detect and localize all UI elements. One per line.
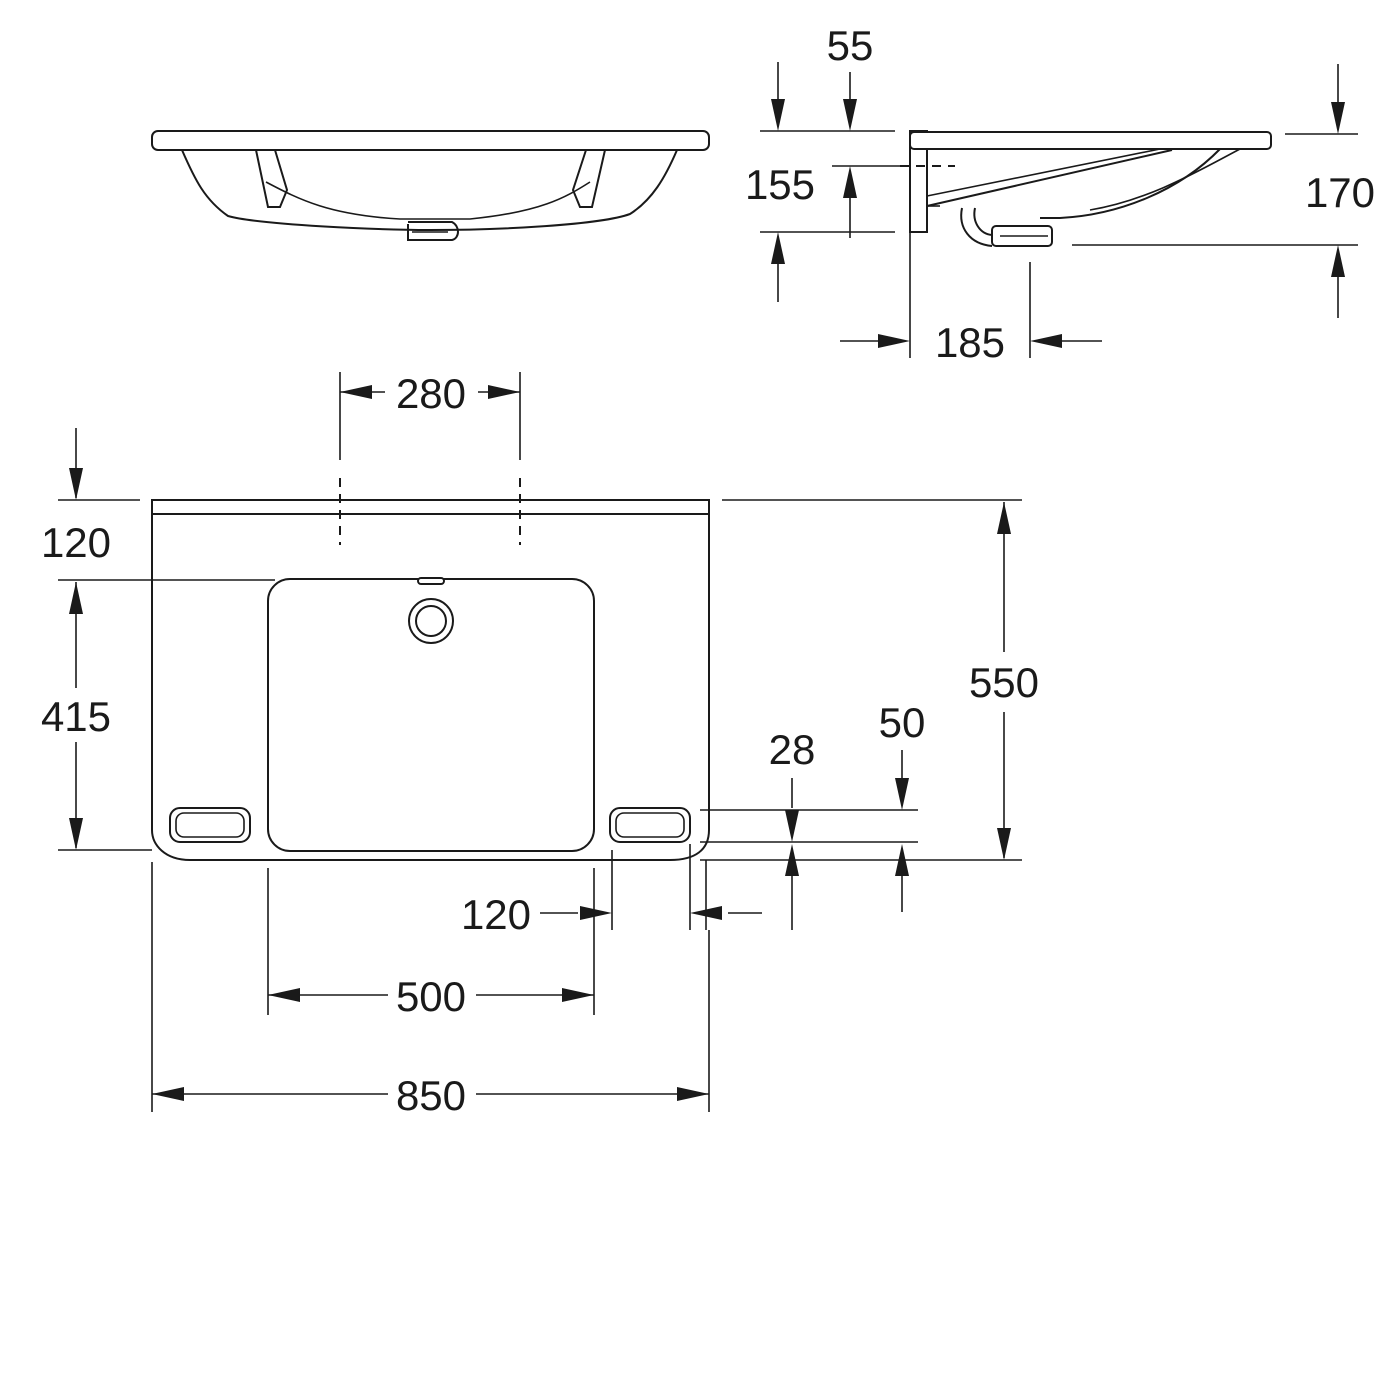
plan-grip-left-inner: [175, 812, 245, 838]
plan-overflow-slot: [417, 577, 445, 585]
side-siphon: [960, 207, 993, 247]
dim-label-28: 28: [769, 726, 816, 773]
dim-label-55: 55: [827, 22, 874, 69]
side-bowl-outline: [926, 148, 1221, 219]
dimension-lines-plan: [58, 372, 1022, 1112]
plan-view: [151, 478, 710, 861]
side-elevation-view: [909, 130, 1272, 247]
plan-basin: [267, 578, 595, 852]
dim-label-415: 415: [41, 693, 111, 740]
dim-label-850: 850: [396, 1072, 466, 1119]
dim-label-550: 550: [969, 659, 1039, 706]
dim-label-185: 185: [935, 319, 1005, 366]
dim-label-120-top: 120: [41, 519, 111, 566]
front-support-right: [571, 149, 606, 208]
dim-label-170: 170: [1305, 169, 1375, 216]
plan-grip-left: [169, 807, 251, 843]
plan-outline: [151, 499, 710, 861]
dim-label-50: 50: [879, 699, 926, 746]
dimension-labels: 280 120 415 550 28 50 120 500 850 55 155…: [41, 22, 1375, 1119]
side-bowl-inner: [926, 148, 1241, 211]
side-rim: [909, 131, 1272, 150]
front-elevation-view: [151, 130, 710, 241]
front-bowl-inner: [265, 181, 591, 220]
plan-drain-outer: [408, 598, 454, 644]
plan-drain-inner: [415, 605, 447, 637]
plan-grip-right-inner: [615, 812, 685, 838]
front-bowl-outline: [181, 149, 678, 232]
dim-label-155: 155: [745, 161, 815, 208]
dim-label-500: 500: [396, 973, 466, 1020]
front-support-left: [255, 149, 289, 208]
dimension-lines-side: [760, 62, 1358, 358]
dim-label-280: 280: [396, 370, 466, 417]
dim-label-120-side: 120: [461, 891, 531, 938]
front-drain-waste: [407, 221, 459, 241]
front-rim: [151, 130, 710, 151]
plan-grip-right: [609, 807, 691, 843]
